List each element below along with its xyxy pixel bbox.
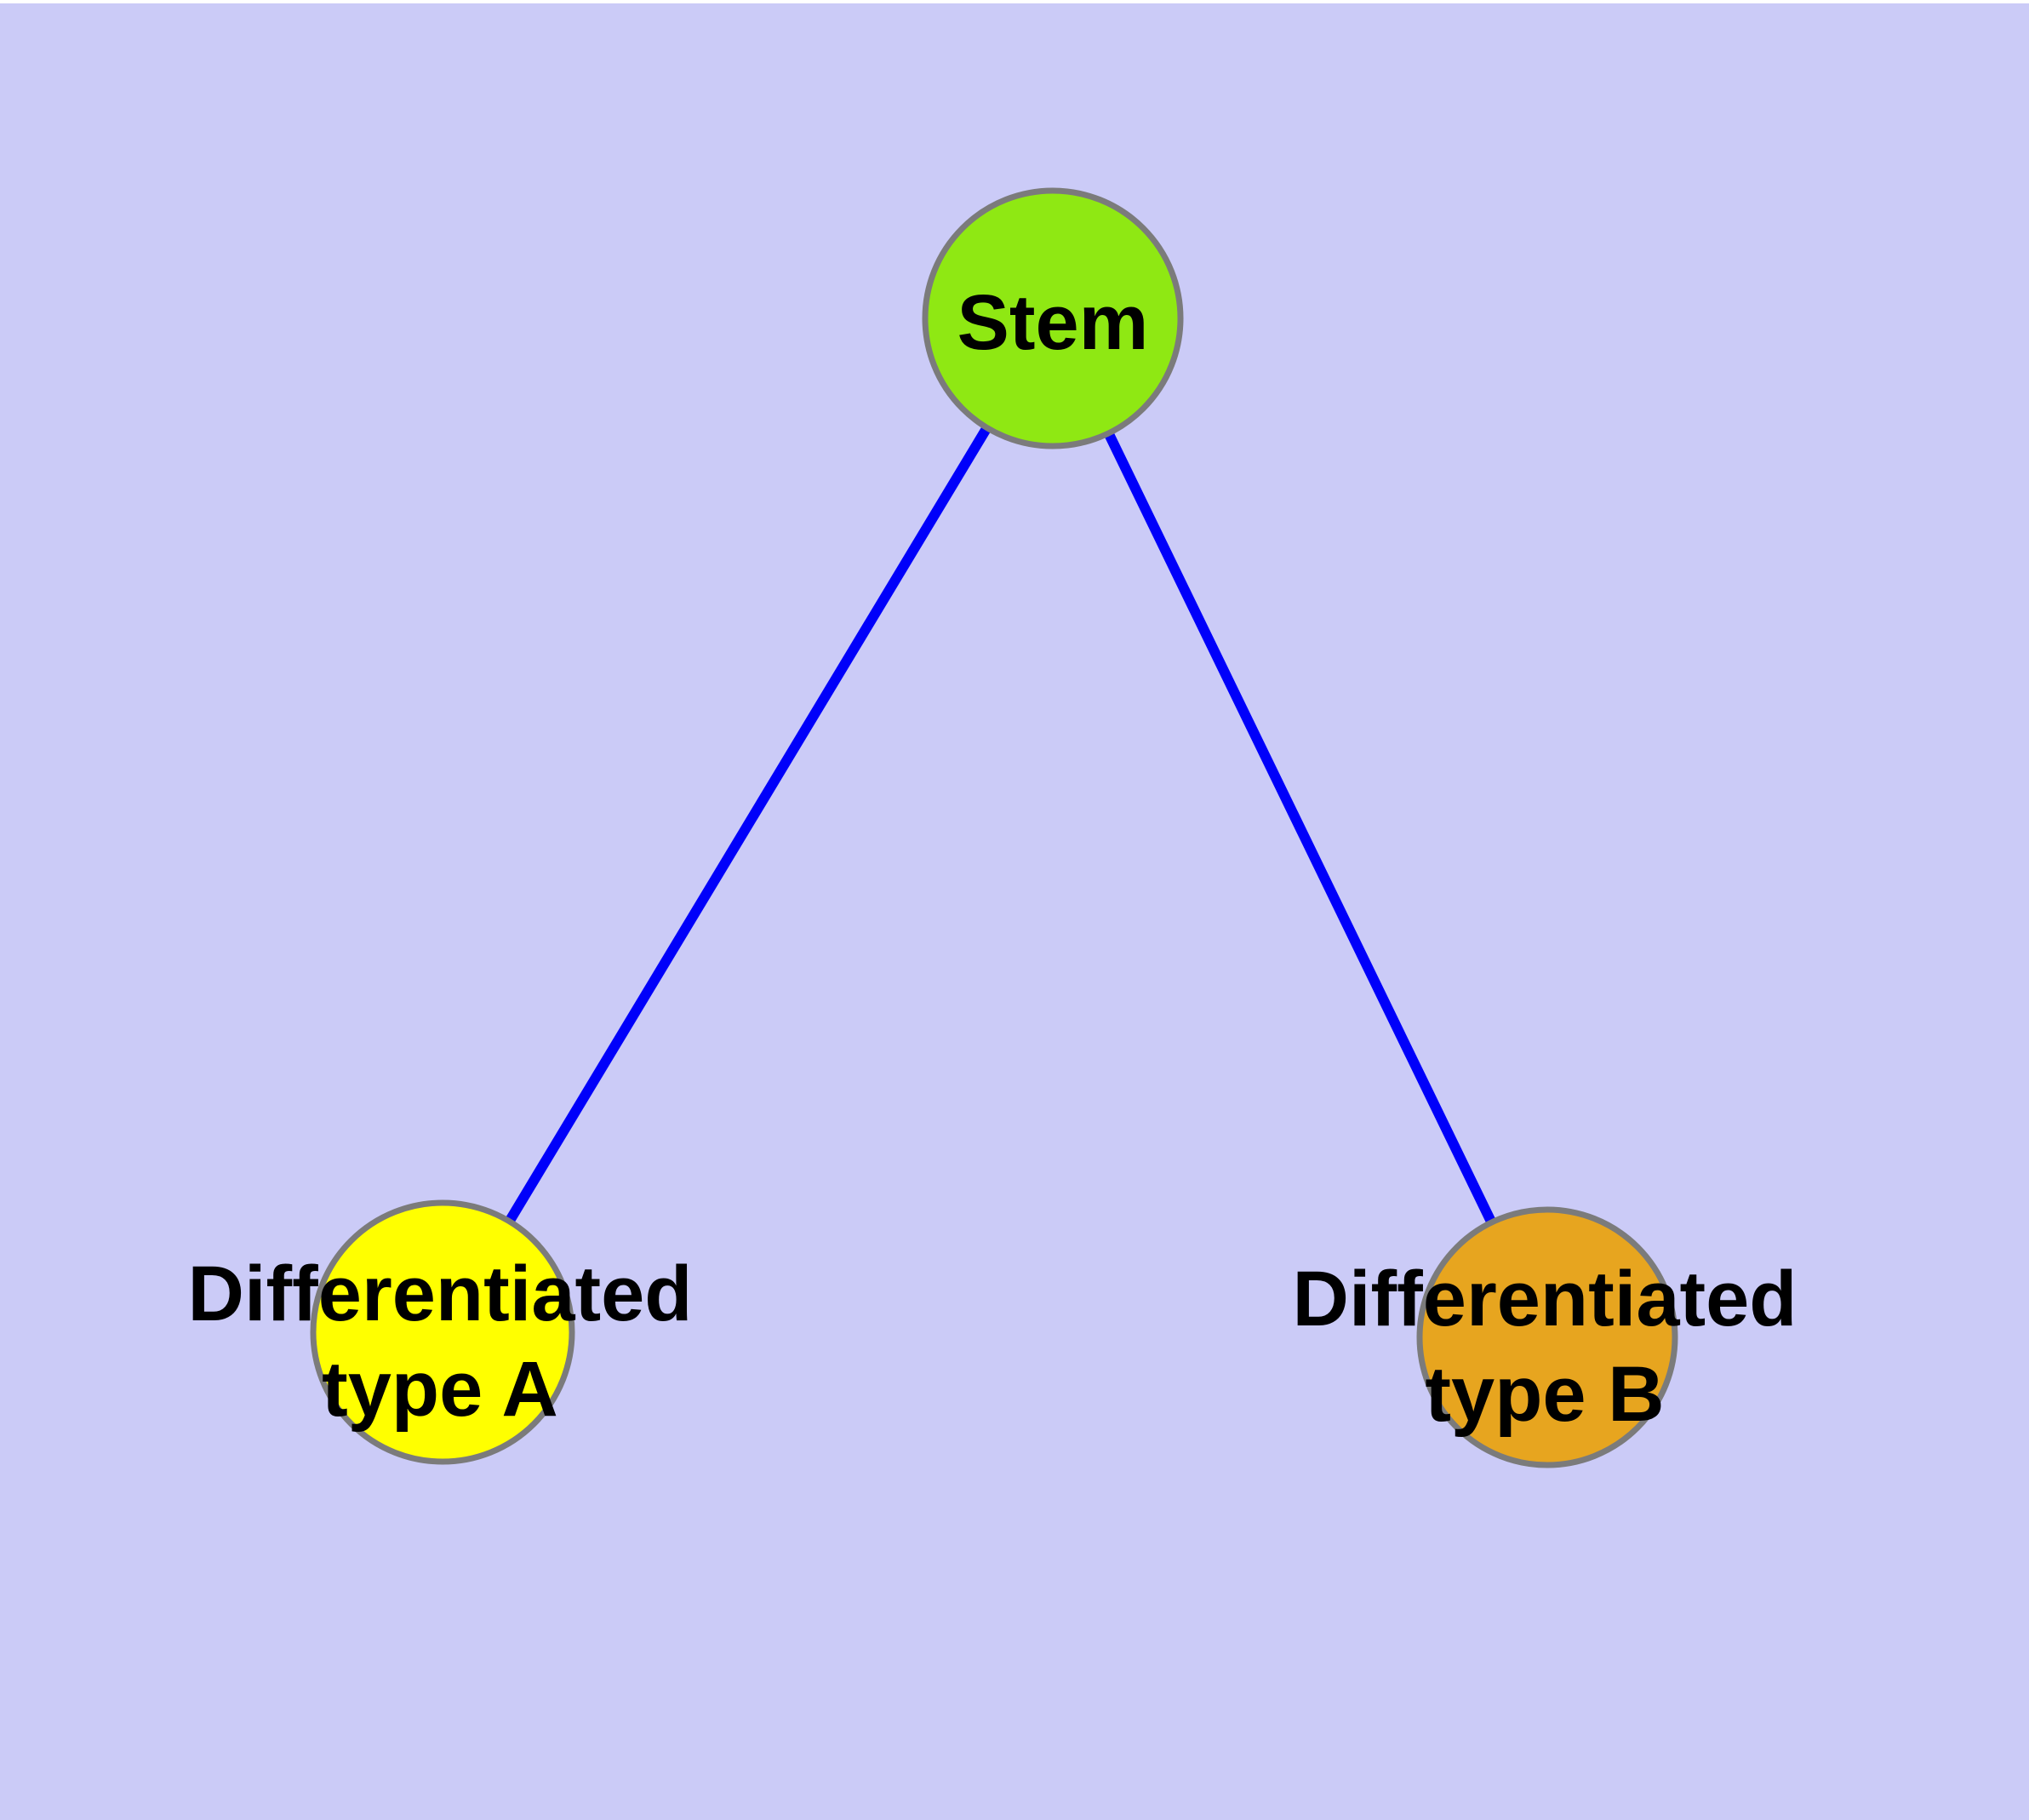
node-type-b-label-line1: Differentiated (1293, 1256, 1798, 1342)
edge-stem-to-type-b (1048, 316, 1552, 1340)
node-type-a-label-line1: Differentiated (188, 1251, 693, 1337)
node-differentiated-type-a[interactable] (310, 1199, 575, 1465)
node-type-a-label-line2: type A (322, 1346, 558, 1433)
top-white-strip (0, 0, 2029, 3)
node-differentiated-type-b[interactable] (1416, 1206, 1678, 1468)
node-stem[interactable] (922, 187, 1184, 449)
edge-stem-to-type-a (437, 315, 1058, 1336)
node-type-b-label-line2: type B (1425, 1351, 1664, 1438)
node-stem-label: Stem (957, 279, 1149, 366)
